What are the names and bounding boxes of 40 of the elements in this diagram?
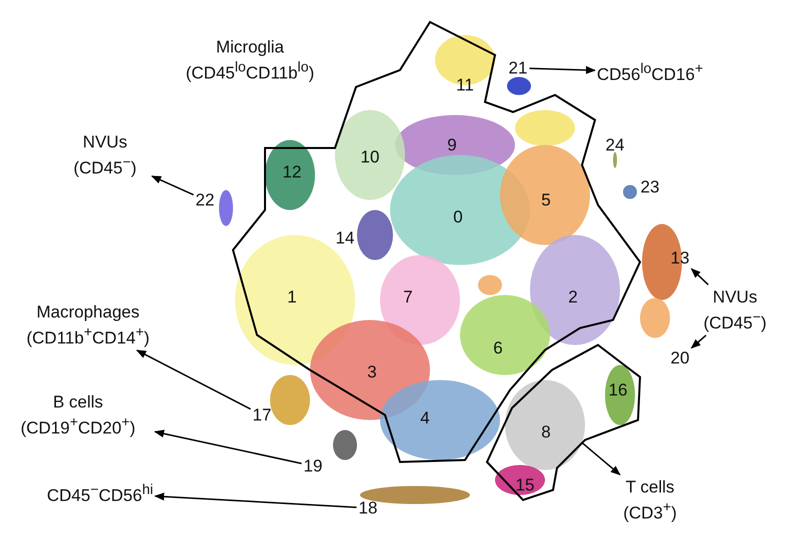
cluster-number: 11 (456, 74, 474, 96)
arrow (582, 442, 621, 476)
arrow (154, 492, 357, 508)
cluster-number: 8 (541, 422, 551, 442)
arrow (529, 66, 596, 74)
cluster-number: 23 (640, 176, 660, 198)
cluster-number: 19 (304, 456, 322, 476)
arrow (151, 175, 194, 196)
cluster-number: 4 (420, 408, 430, 428)
cluster-number: 14 (336, 228, 354, 248)
cluster-number: 7 (403, 286, 413, 308)
cluster-number: 16 (608, 380, 628, 400)
cluster-number: 6 (493, 338, 503, 358)
arrow (136, 350, 251, 410)
cluster-number: 18 (358, 498, 378, 518)
arrow (154, 430, 302, 464)
cluster-number: 10 (360, 146, 380, 168)
cluster-number: 9 (447, 134, 457, 156)
population-label: CD56$^{lo}$CD16$^{+}$ (596, 59, 704, 85)
population-label: B cells (CD19$^{+}$CD20$^{+}$) (3, 392, 153, 438)
cluster-number: 17 (252, 404, 272, 426)
arrow (690, 268, 709, 286)
population-label: NVUs (CD45$^{−}$) (60, 132, 150, 178)
population-label: Macrophages (CD11b$^{+}$CD14$^{+}$) (8, 302, 168, 348)
population-label: CD45$^{−}$CD56$^{hi}$ (46, 480, 154, 506)
cluster-number: 0 (453, 206, 463, 228)
cluster-number: 22 (196, 190, 214, 210)
cluster-number: 24 (606, 134, 624, 156)
cluster-number: 20 (670, 348, 690, 368)
cluster-number: 21 (508, 58, 528, 78)
cluster-number: 3 (367, 362, 377, 382)
cluster-number: 5 (541, 190, 551, 210)
arrow (690, 334, 706, 349)
population-label: T cells (CD3$^{+}$) (605, 476, 695, 524)
cluster-number: 2 (568, 286, 578, 308)
cluster-number: 15 (516, 474, 534, 496)
cluster-number: 1 (287, 286, 297, 308)
population-label: NVUs (CD45$^{−}$) (690, 286, 780, 334)
population-label: Microglia (CD45$^{lo}$CD11b$^{lo}$) (184, 36, 316, 84)
cluster-number: 12 (282, 162, 302, 182)
